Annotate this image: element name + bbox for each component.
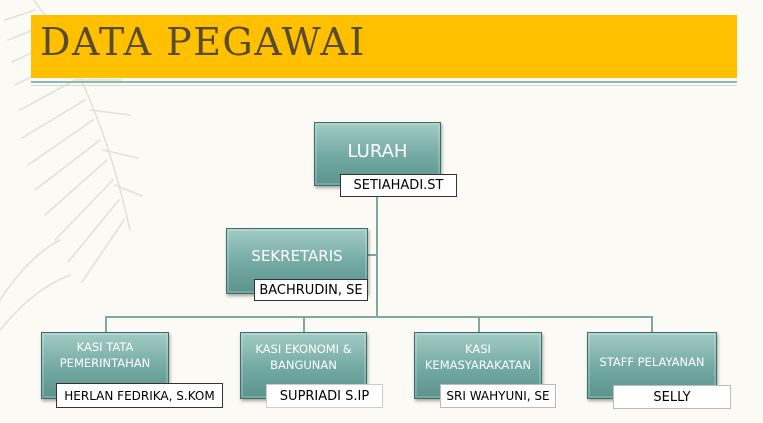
page-title: DATA PEGAWAI [40,20,366,64]
unit-name-1: HERLAN FEDRIKA, S.KOM [56,383,223,408]
unit-title-4: STAFF PELAYANAN [599,354,705,369]
lurah-title: LURAH [347,140,408,162]
title-divider-thin [31,85,737,86]
connector-unit-2 [303,316,305,332]
sekretaris-title: SEKRETARIS [251,247,343,265]
unit-title-3: KASI KEMASYARAKATAN [424,341,532,372]
connector-unit-3 [478,316,480,332]
sekretaris-name: BACHRUDIN, SE [254,279,368,301]
connector-lurah-down [376,195,378,317]
connector-unit-4 [651,316,653,332]
unit-title-1: KASI TATA PEMERINTAHAN [59,339,151,370]
unit-name-2: SUPRIADI S.IP [266,384,383,408]
connector-to-sekretaris [368,254,377,256]
unit-name-3: SRI WAHYUNI, SE [440,384,556,408]
title-divider [31,81,737,83]
connector-horizontal [105,316,653,318]
unit-title-2: KASI EKONOMI & BANGUNAN [255,341,352,372]
unit-name-4: SELLY [613,385,731,409]
title-bar [31,15,737,78]
connector-unit-1 [105,316,107,332]
lurah-name: SETIAHADI.ST [340,174,457,197]
